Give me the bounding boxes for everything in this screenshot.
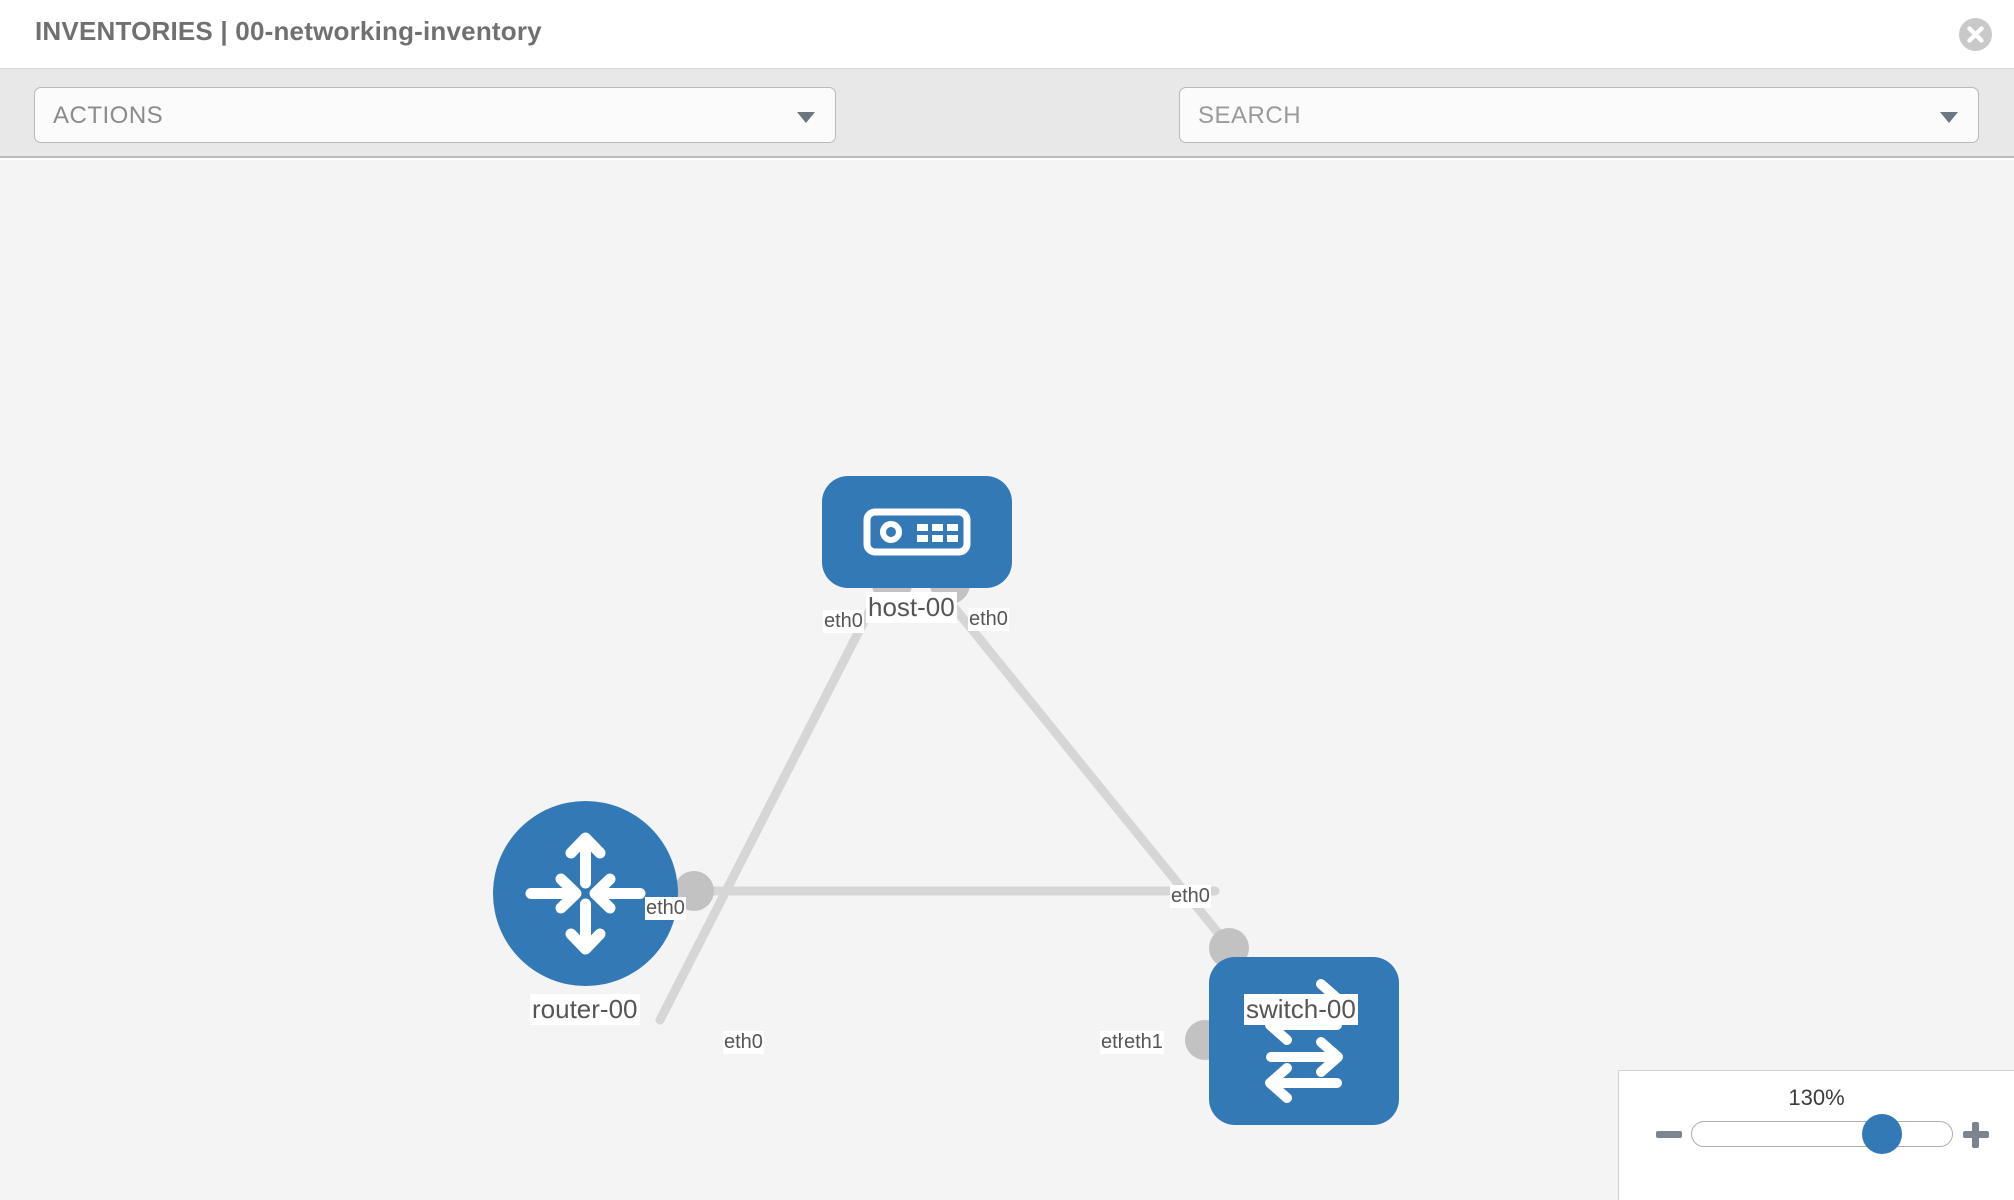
edge-label-host-right-eth: eth0 [968, 608, 1009, 631]
node-switch-00[interactable] [1209, 957, 1399, 1125]
toolbar: ACTIONS SEARCH [0, 69, 2014, 199]
node-router-00[interactable] [493, 801, 678, 986]
topology-canvas[interactable]: host-00 router-00 [0, 160, 2014, 1200]
close-icon[interactable] [1959, 18, 1992, 51]
edge-host-router [655, 585, 885, 1025]
actions-dropdown-label: ACTIONS [53, 102, 164, 129]
node-host-00[interactable] [822, 476, 1012, 588]
node-host-00-shape[interactable] [822, 476, 1012, 588]
node-switch-00-shape[interactable] [1209, 957, 1399, 1125]
node-host-00-label: host-00 [866, 592, 957, 623]
chevron-down-icon[interactable] [1940, 112, 1958, 123]
zoom-level-label: 130% [1788, 1085, 1845, 1110]
zoom-out-button[interactable] [1653, 1119, 1685, 1156]
node-switch-00-label: switch-00 [1244, 994, 1358, 1025]
page-header: INVENTORIES | 00-networking-inventory [0, 0, 2014, 69]
search-input[interactable]: SEARCH [1179, 87, 1979, 143]
zoom-slider-thumb[interactable] [1862, 1114, 1902, 1154]
switch-arrows-icon [1265, 979, 1343, 1103]
edge-label-switch-left-eth1: eth1 [1123, 1031, 1164, 1054]
node-router-00-shape[interactable] [493, 801, 678, 986]
zoom-slider-track[interactable] [1691, 1121, 1953, 1147]
zoom-in-button[interactable] [1960, 1119, 1992, 1156]
zoom-control-panel: 130% [1618, 1070, 2014, 1200]
edge-label-switch-up-eth: eth0 [1170, 885, 1211, 908]
actions-dropdown[interactable]: ACTIONS [34, 87, 836, 143]
router-arrows-icon [525, 832, 646, 955]
chevron-down-icon [797, 112, 815, 123]
topology-edges [655, 585, 1245, 1025]
edge-label-host-left-eth: eth0 [823, 610, 864, 633]
edge-label-router-up-eth: eth0 [645, 897, 686, 920]
edge-label-router-right-eth: eth0 [723, 1031, 764, 1054]
node-router-00-label: router-00 [530, 994, 640, 1025]
page-title: INVENTORIES | 00-networking-inventory [35, 16, 542, 46]
server-icon [863, 508, 971, 556]
search-placeholder: SEARCH [1198, 102, 1302, 129]
